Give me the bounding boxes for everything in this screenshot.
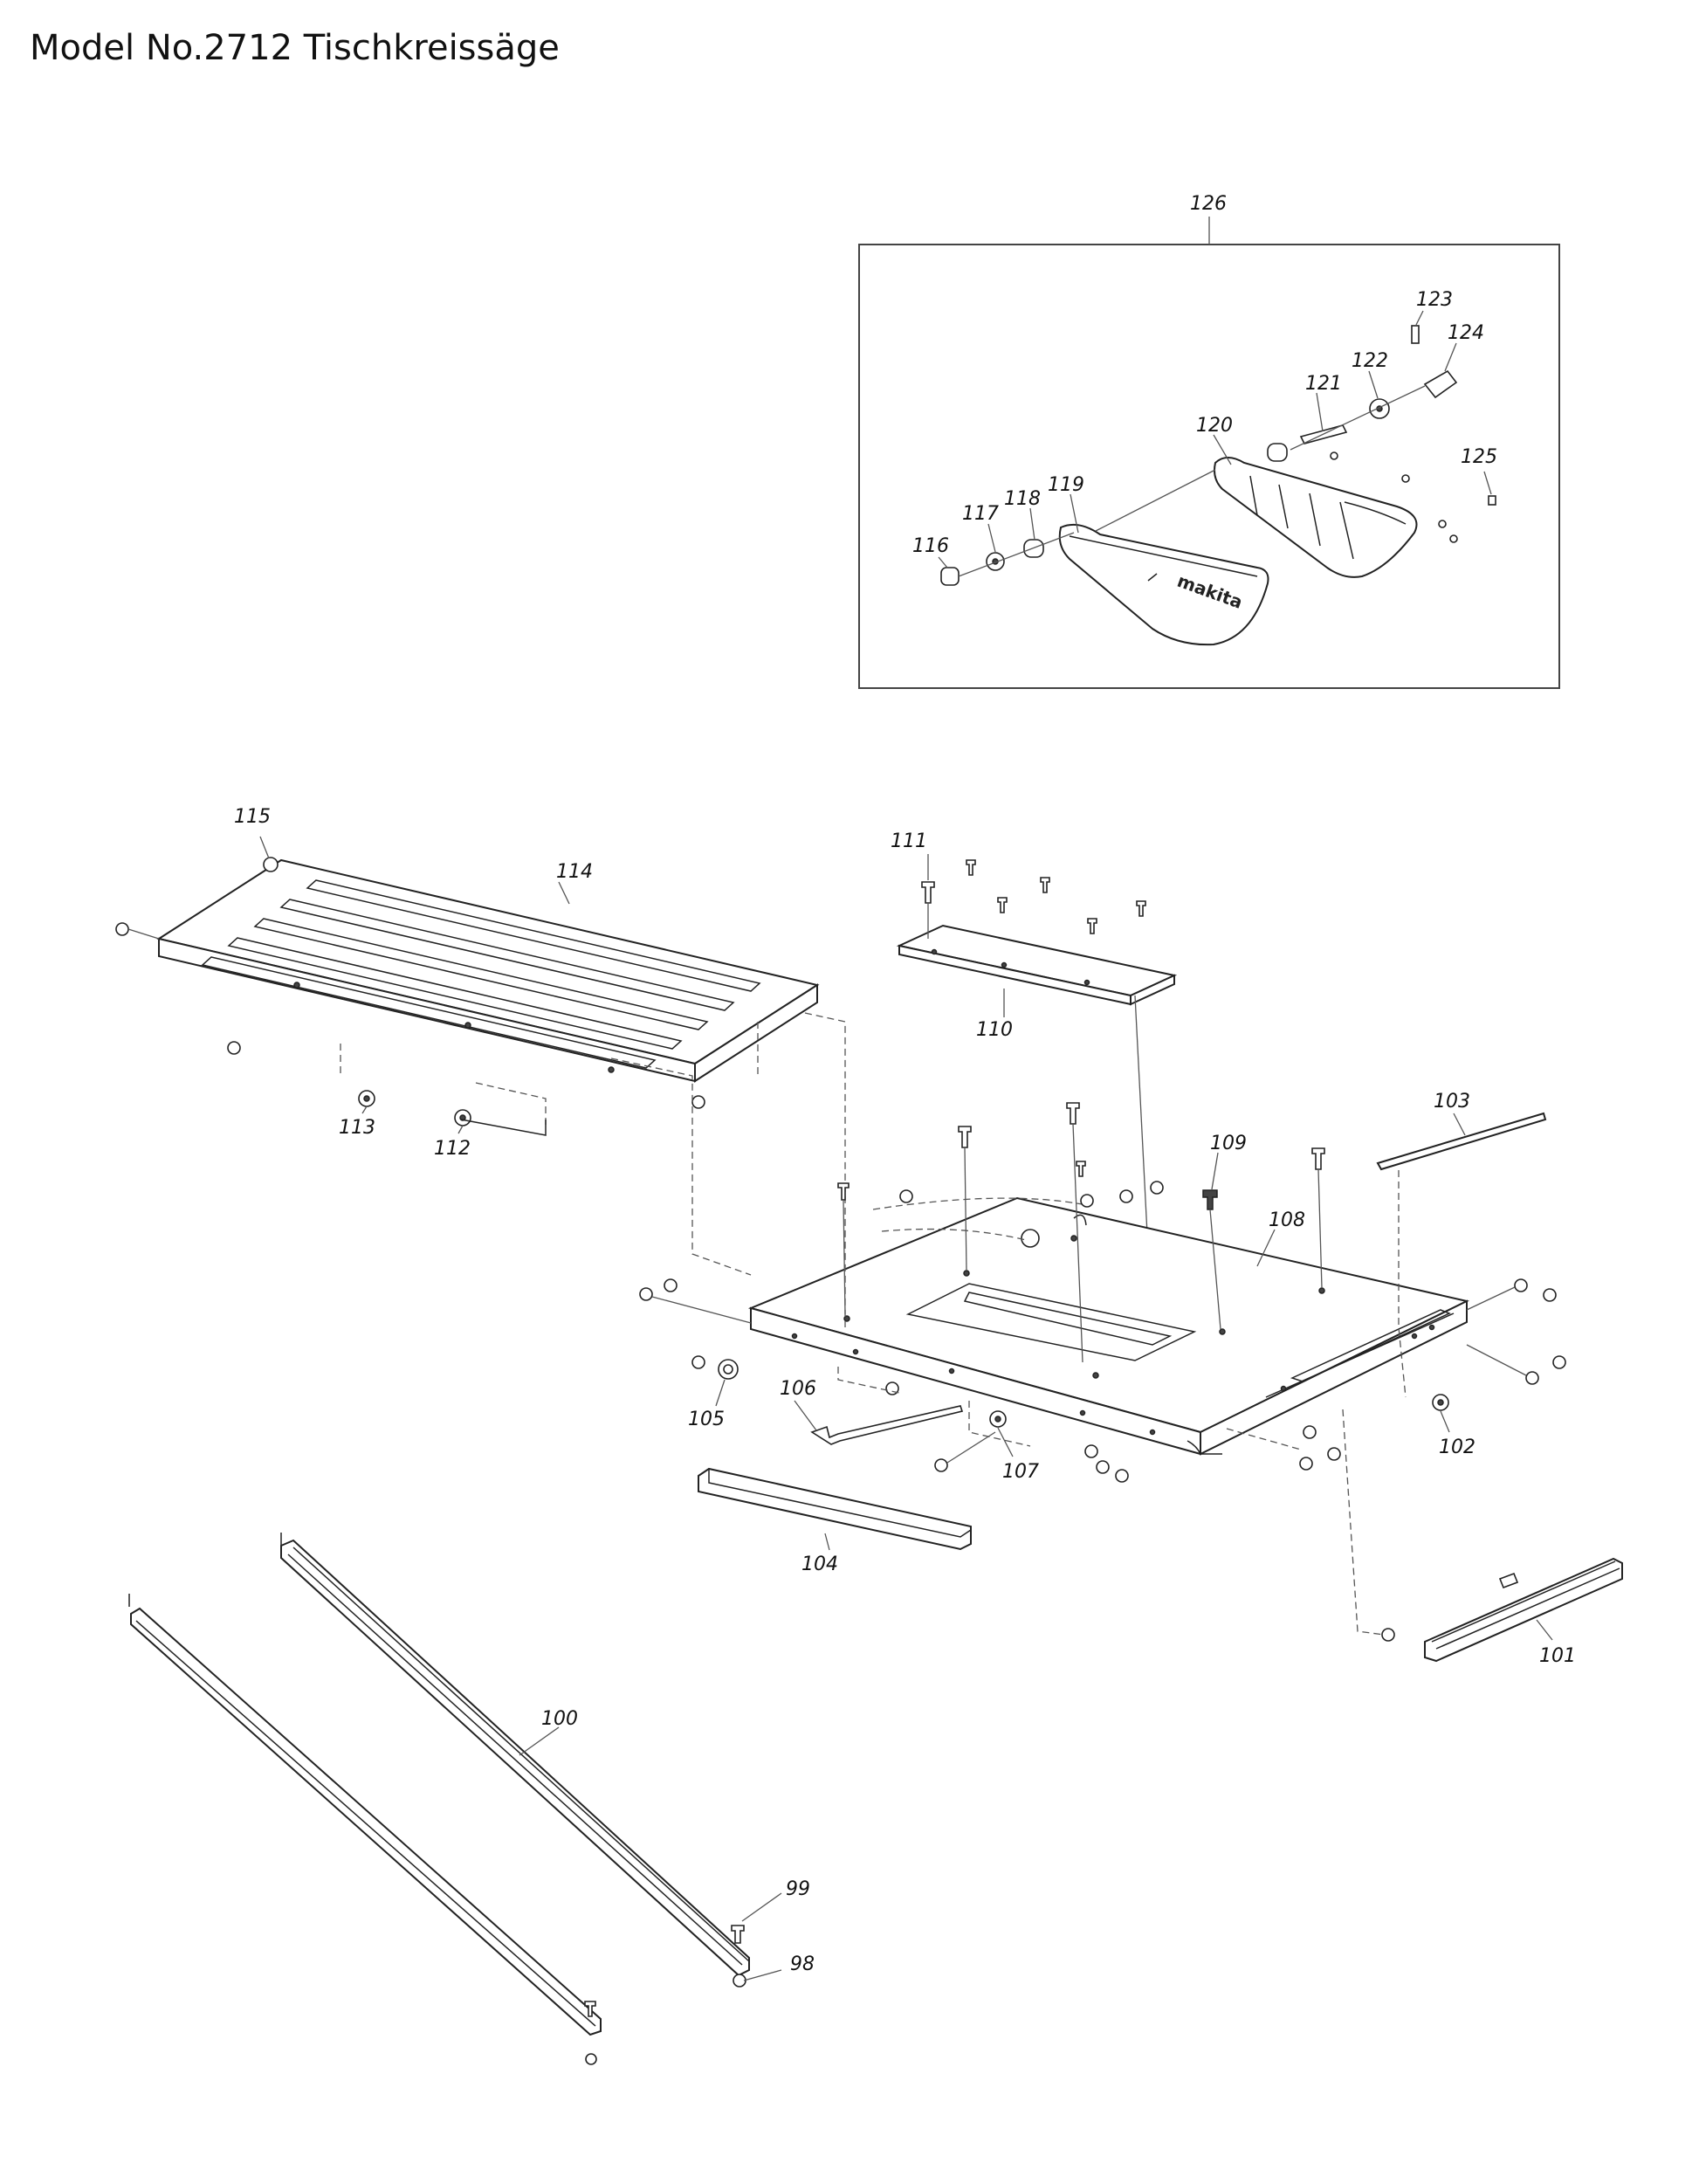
- callout-118: 118: [1004, 488, 1041, 510]
- insert-plate-110: [896, 924, 1178, 1006]
- blade-guard-left: [1058, 523, 1269, 646]
- callout-123: 123: [1416, 289, 1453, 311]
- main-table-108: [747, 1196, 1469, 1456]
- screw-111: [921, 881, 935, 904]
- table-extension-114: [156, 858, 820, 1083]
- callout-98: 98: [790, 1953, 815, 1975]
- callout-126: 126: [1190, 193, 1227, 215]
- knob-115: [263, 857, 279, 872]
- blade-guard-inset: 126 makita 1: [858, 193, 1560, 689]
- blade-guard-right: [1214, 457, 1418, 578]
- callout-104: 104: [801, 1554, 838, 1575]
- callout-122: 122: [1352, 350, 1388, 372]
- callout-115: 115: [234, 806, 271, 828]
- callout-119: 119: [1048, 474, 1084, 496]
- callout-121: 121: [1305, 373, 1342, 395]
- callout-110: 110: [976, 1019, 1013, 1041]
- callout-124: 124: [1448, 322, 1484, 344]
- callout-107: 107: [1002, 1461, 1039, 1483]
- pin-123: [1411, 325, 1420, 344]
- screw-109: [1202, 1189, 1218, 1210]
- callout-117: 117: [962, 503, 999, 525]
- callout-100: 100: [541, 1708, 578, 1730]
- nut-116: [940, 567, 960, 586]
- callout-113: 113: [339, 1117, 375, 1139]
- scale-strip-103: [1376, 1112, 1547, 1171]
- callout-114: 114: [556, 861, 593, 883]
- spacer-120: [1267, 443, 1288, 462]
- bolt-106: [810, 1405, 964, 1445]
- side-bolts: [639, 1181, 1566, 1483]
- clamp-124: [1423, 369, 1458, 399]
- callout-112: 112: [434, 1138, 471, 1160]
- callout-111: 111: [891, 830, 927, 852]
- callout-106: 106: [780, 1378, 816, 1400]
- callout-109: 109: [1210, 1133, 1247, 1154]
- screw-114a: [115, 922, 129, 936]
- screw-125: [1488, 495, 1496, 506]
- support-legs-100: [128, 1533, 750, 2036]
- callout-116: 116: [912, 535, 949, 557]
- callout-102: 102: [1439, 1436, 1475, 1458]
- screw-99: [731, 1925, 745, 1944]
- callout-103: 103: [1434, 1091, 1470, 1113]
- callout-99: 99: [786, 1878, 810, 1900]
- callout-105: 105: [688, 1409, 725, 1430]
- rail-104: [698, 1467, 972, 1551]
- nut-98: [733, 1974, 746, 1988]
- callout-101: 101: [1539, 1645, 1576, 1667]
- callout-125: 125: [1461, 446, 1497, 468]
- callout-120: 120: [1196, 415, 1233, 437]
- callout-108: 108: [1269, 1209, 1305, 1231]
- page-title: Model No.2712 Tischkreissäge: [30, 28, 560, 68]
